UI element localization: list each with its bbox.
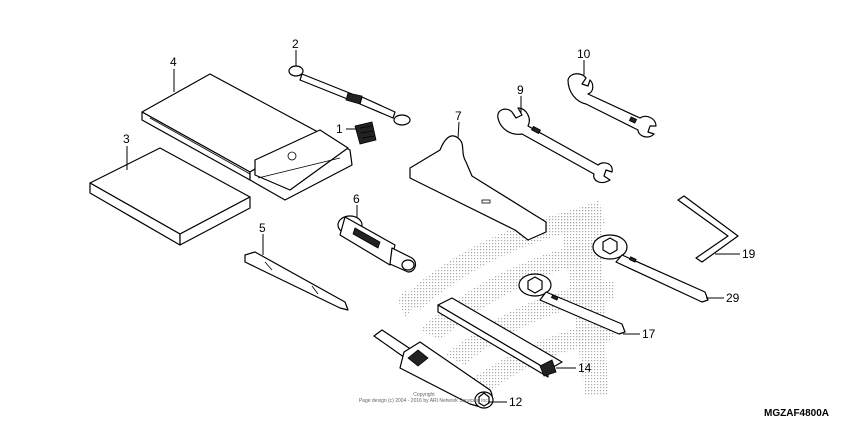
extension-bar-part <box>437 297 563 378</box>
callout-12: 12 <box>509 395 523 409</box>
callout-10: 10 <box>577 47 591 61</box>
clip-part <box>354 121 377 145</box>
spark-plug-socket-part <box>373 329 494 409</box>
open-end-wrench-10-part <box>567 73 657 138</box>
hex-key-part <box>677 195 739 263</box>
tool-bag-part <box>141 73 353 201</box>
callout-7: 7 <box>455 109 462 123</box>
pin-spanner-part <box>409 135 547 241</box>
open-end-wrench-9-part <box>497 107 613 184</box>
copyright-line-1: Copyright <box>413 392 435 398</box>
diagram-code: MGZAF4800A <box>764 408 829 419</box>
box-wrench-29-part <box>592 234 709 303</box>
screwdriver-handle-part <box>337 215 417 273</box>
callout-2: 2 <box>292 37 299 51</box>
callout-19: 19 <box>742 247 756 261</box>
callout-1: 1 <box>336 122 343 136</box>
callout-14: 14 <box>578 361 592 375</box>
spanner-cable-part <box>288 65 411 126</box>
callout-5: 5 <box>259 221 266 235</box>
callout-4: 4 <box>170 55 177 69</box>
copyright-line-2: Page design (c) 2004 - 2016 by ARI Netwo… <box>359 398 489 404</box>
callout-3: 3 <box>123 132 130 146</box>
box-wrench-17-part <box>518 273 626 335</box>
callout-6: 6 <box>353 192 360 206</box>
callout-9: 9 <box>517 83 524 97</box>
callout-17: 17 <box>642 327 656 341</box>
screwdriver-bit-part <box>244 251 349 311</box>
callout-29: 29 <box>726 291 740 305</box>
owners-manual-part <box>89 147 251 246</box>
leader-lines <box>126 50 740 403</box>
